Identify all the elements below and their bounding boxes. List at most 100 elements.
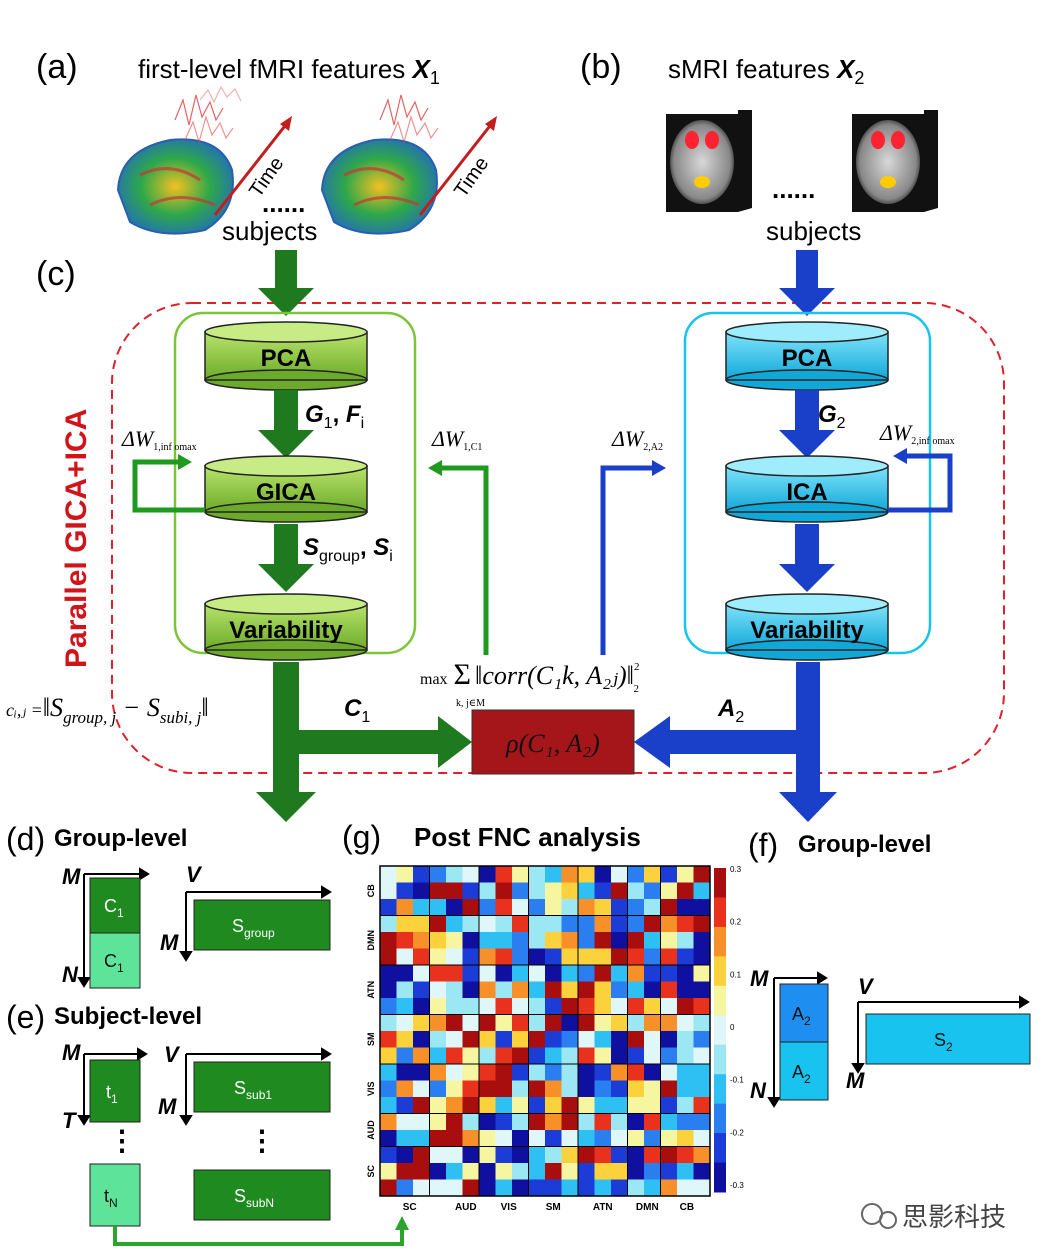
- right-self-loop: [888, 453, 953, 513]
- colorbar-segment: [714, 1162, 726, 1193]
- fnc-cell: [413, 998, 430, 1015]
- fmri-input-arrow: [258, 250, 314, 316]
- colorbar-segment: [714, 956, 726, 987]
- right-variability-cylinder: [725, 593, 889, 661]
- right-g2-label: G2: [818, 401, 846, 432]
- d-s-group: [193, 899, 331, 951]
- fnc-cell: [413, 1146, 430, 1163]
- fnc-cell: [578, 899, 595, 916]
- fnc-cell: [693, 1179, 710, 1196]
- f-s2: [865, 1013, 1031, 1065]
- fnc-cell: [495, 932, 512, 949]
- fnc-cell: [528, 1047, 545, 1064]
- fnc-cell: [693, 1031, 710, 1048]
- fnc-cell: [396, 948, 413, 965]
- fnc-cell: [446, 998, 463, 1015]
- panel-d-title: Group-level: [54, 825, 187, 852]
- fnc-cell: [396, 965, 413, 982]
- fnc-cell: [413, 1047, 430, 1064]
- fnc-cell: [677, 998, 694, 1015]
- fnc-col-label: AUD: [455, 1202, 477, 1213]
- fnc-cell: [578, 932, 595, 949]
- fnc-cell: [429, 1014, 446, 1031]
- colorbar-segment: [714, 1103, 726, 1134]
- fnc-cell: [578, 1146, 595, 1163]
- fnc-cell: [429, 1163, 446, 1180]
- fnc-cell: [396, 998, 413, 1015]
- fnc-cell: [660, 1080, 677, 1097]
- fnc-cell: [693, 915, 710, 932]
- fnc-cell: [462, 981, 479, 998]
- fnc-cell: [479, 981, 496, 998]
- left-variability-label: Variability: [229, 617, 343, 644]
- fnc-cell: [462, 1014, 479, 1031]
- fnc-cell: [677, 1146, 694, 1163]
- fnc-cell: [594, 915, 611, 932]
- fnc-cell: [561, 1064, 578, 1081]
- e-t1-label: t1: [106, 1082, 118, 1106]
- fnc-cell: [594, 882, 611, 899]
- fnc-cell: [545, 1064, 562, 1081]
- fnc-cell: [578, 965, 595, 982]
- fnc-cell: [528, 1064, 545, 1081]
- fnc-cell: [396, 1097, 413, 1114]
- fmri-brain-2: [320, 138, 438, 235]
- colorbar-tick: 0.3: [730, 865, 742, 874]
- fnc-cell: [660, 1163, 677, 1180]
- fnc-cell: [396, 882, 413, 899]
- fnc-cell: [413, 1064, 430, 1081]
- fnc-cell: [545, 948, 562, 965]
- f-n-label: N: [750, 1078, 767, 1103]
- right-arrow-pca-ica: [779, 390, 835, 458]
- fnc-cell: [495, 1179, 512, 1196]
- fnc-cell: [611, 932, 628, 949]
- right-output-arrow: [779, 754, 837, 822]
- fnc-cell: [479, 1163, 496, 1180]
- fnc-row-label: CB: [366, 884, 376, 897]
- right-pca-label: PCA: [782, 345, 833, 372]
- panel-e-title: Subject-level: [54, 1003, 202, 1030]
- fnc-cell: [611, 1130, 628, 1147]
- fnc-cell: [545, 915, 562, 932]
- fnc-cell: [578, 1014, 595, 1031]
- fnc-cell: [429, 1047, 446, 1064]
- colorbar-tick: -0.1: [730, 1076, 744, 1085]
- fnc-cell: [594, 932, 611, 949]
- fnc-cell: [512, 932, 529, 949]
- d-m-label: M: [62, 864, 81, 889]
- fnc-cell: [380, 965, 397, 982]
- fnc-cell: [578, 1031, 595, 1048]
- fnc-cell: [644, 948, 661, 965]
- fnc-cell: [644, 1179, 661, 1196]
- fnc-cell: [462, 866, 479, 883]
- fnc-cell: [528, 965, 545, 982]
- fnc-cell: [594, 866, 611, 883]
- fnc-cell: [627, 1047, 644, 1064]
- fnc-cell: [627, 932, 644, 949]
- fnc-cell: [380, 1179, 397, 1196]
- colorbar-tick: 0.2: [730, 918, 742, 927]
- fnc-cell: [693, 1130, 710, 1147]
- fnc-cell: [545, 998, 562, 1015]
- fnc-cell: [380, 1080, 397, 1097]
- fnc-cell: [594, 1064, 611, 1081]
- fnc-cell: [495, 981, 512, 998]
- fnc-cell: [644, 1097, 661, 1114]
- left-gica-label: GICA: [256, 479, 316, 506]
- fnc-cell: [462, 899, 479, 916]
- fnc-cell: [495, 882, 512, 899]
- fnc-cell: [677, 882, 694, 899]
- fnc-cell: [644, 882, 661, 899]
- fnc-cell: [429, 932, 446, 949]
- fnc-cell: [611, 1146, 628, 1163]
- fnc-cell: [660, 998, 677, 1015]
- fnc-cell: [660, 1179, 677, 1196]
- right-variability-label: Variability: [750, 617, 864, 644]
- fnc-cell: [462, 1130, 479, 1147]
- fnc-cell: [561, 998, 578, 1015]
- e-dots-1: ⋮: [108, 1125, 136, 1156]
- fnc-cell: [528, 1097, 545, 1114]
- d-matrix-axes: [77, 867, 150, 988]
- fnc-cell: [512, 948, 529, 965]
